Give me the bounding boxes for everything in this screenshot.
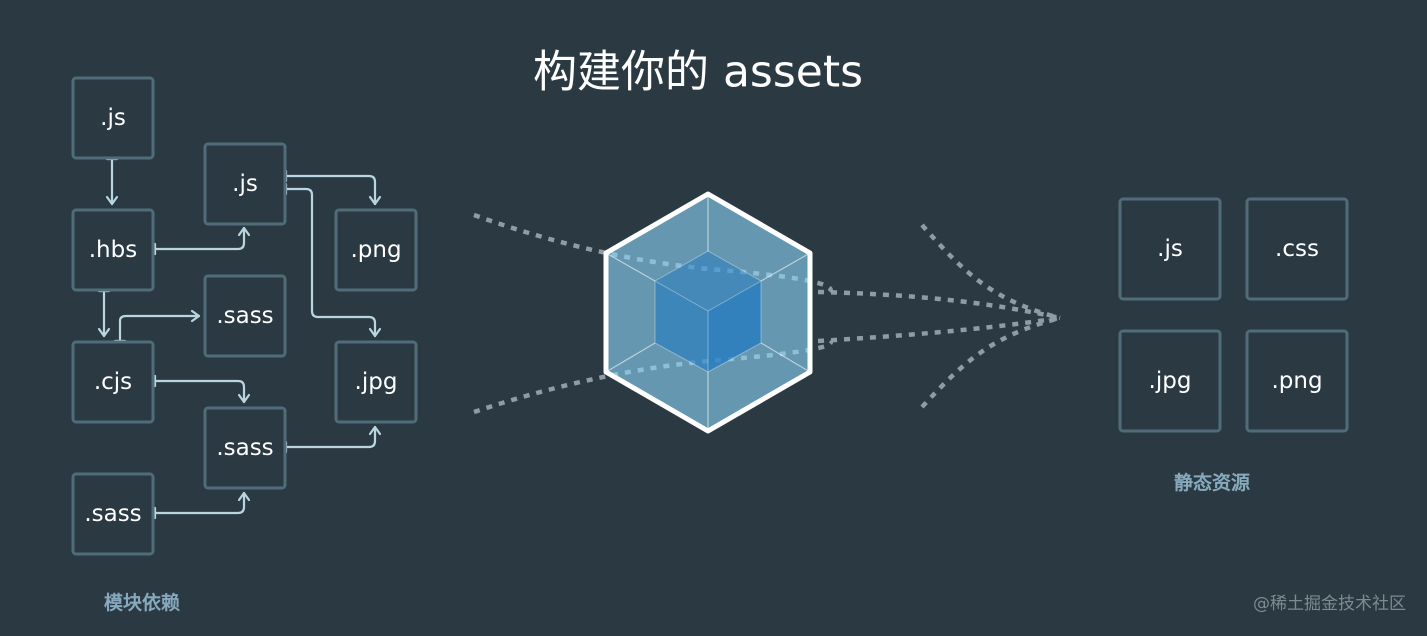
file-node-label: .sass (84, 501, 141, 527)
outgoing-stream-inner-top (817, 289, 1061, 321)
dependency-arrow-line (118, 314, 201, 343)
dependency-arrow-line (153, 226, 246, 251)
file-node-sass1: .sass (203, 274, 287, 358)
outgoing-stream-inner-bottom (817, 315, 1061, 344)
file-node-box (334, 340, 418, 424)
file-node-box (203, 142, 287, 226)
outgoing-stream-outer-top (920, 223, 1061, 321)
file-node-label: .js (100, 105, 126, 131)
cube-inner-right-face (708, 281, 761, 372)
file-node-label: .jpg (1149, 368, 1192, 394)
modules-caption: 模块依赖 (104, 591, 180, 614)
file-node-cjs: .cjs (71, 340, 155, 424)
file-node-label: .hbs (89, 237, 137, 263)
dependency-arrow-js2-to-png (284, 169, 382, 206)
static-asset-grid: .js .css .jpg .png (1118, 197, 1349, 433)
file-node-label: .jpg (355, 369, 398, 395)
file-node-jpg: .jpg (334, 340, 418, 424)
file-node-label: .png (1271, 368, 1322, 394)
file-node-label: .js (1157, 236, 1183, 262)
file-node-asset-3: .png (1245, 329, 1349, 433)
dependency-arrow-line (284, 425, 377, 449)
dependency-arrow-head (105, 195, 119, 206)
dependency-arrow-head (190, 309, 201, 323)
file-node-asset-0: .js (1118, 197, 1222, 301)
file-node-label: .cjs (94, 369, 132, 395)
file-node-box (334, 208, 418, 292)
cube-outer-edges (605, 194, 811, 431)
outgoing-streams (817, 223, 1061, 409)
dependency-arrow-js1-to-hbs (105, 157, 119, 206)
webpack-cube-icon (603, 191, 813, 434)
dependency-arrow-line (153, 379, 246, 404)
file-node-asset-1: .css (1245, 197, 1349, 301)
file-node-label: .png (350, 237, 401, 263)
dependency-arrow-sass3-to-sass2 (153, 491, 251, 520)
file-node-png: .png (334, 208, 418, 292)
file-node-label: .sass (216, 303, 273, 329)
file-node-box (203, 406, 287, 490)
file-node-sass3: .sass (71, 472, 155, 556)
watermark: @稀土掘金技术社区 (1253, 594, 1406, 614)
file-node-asset-2: .jpg (1118, 329, 1222, 433)
cube-inner-edges (654, 250, 762, 373)
file-node-box (71, 340, 155, 424)
dependency-arrow-head (368, 327, 382, 338)
cube-inner-top-face (655, 251, 761, 311)
dependency-arrow-head (237, 393, 251, 404)
module-dependency-nodes: .js .hbs .cjs .sass .js .sass .sass .png .jpg (71, 76, 418, 556)
dependency-arrow-head (368, 195, 382, 206)
outgoing-stream-outer-bottom (920, 315, 1061, 409)
dependency-arrow-cjs-to-sass1 (113, 309, 201, 343)
dependency-arrow-head (237, 491, 251, 502)
dependency-arrow-hbs-to-js2 (153, 226, 251, 256)
dependency-arrow-hbs-to-cjs (97, 289, 111, 338)
file-node-box (71, 472, 155, 556)
file-node-label: .sass (216, 435, 273, 461)
file-node-sass2: .sass (203, 406, 287, 490)
dependency-arrow-line (153, 491, 246, 515)
dependency-arrow-cjs-to-sass2 (153, 374, 251, 404)
file-node-label: .css (1275, 236, 1319, 262)
file-node-box (1118, 329, 1222, 433)
file-node-box (1118, 197, 1222, 301)
file-node-js2: .js (203, 142, 287, 226)
dependency-arrow-line (284, 174, 377, 206)
dependency-arrow-head (97, 327, 111, 338)
dependency-arrow-line (284, 187, 377, 338)
file-node-box (1245, 197, 1349, 301)
dependency-arrow-head (237, 226, 251, 237)
assets-caption: 静态资源 (1174, 471, 1250, 494)
file-node-hbs: .hbs (71, 208, 155, 292)
cube-inner-left-face (655, 281, 708, 372)
file-node-js1: .js (71, 76, 155, 160)
file-node-box (203, 274, 287, 358)
diagram-title: 构建你的 assets (533, 47, 863, 98)
module-dependency-edges (97, 157, 382, 520)
file-node-box (1245, 329, 1349, 433)
file-node-box (71, 208, 155, 292)
dependency-arrow-head (368, 425, 382, 436)
dependency-arrow-sass2-to-jpg (284, 425, 382, 454)
file-node-box (71, 76, 155, 160)
file-node-label: .js (232, 171, 258, 197)
